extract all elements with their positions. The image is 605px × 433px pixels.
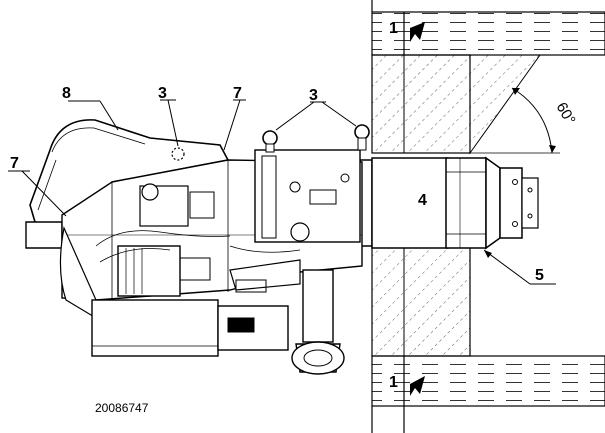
callout-8: 8 <box>62 85 71 102</box>
callout-1-top: 1 <box>389 20 398 37</box>
callout-7-left: 7 <box>10 155 19 172</box>
lifting-eye-icon <box>262 130 278 153</box>
upper-insulation <box>371 54 471 154</box>
angle-arc <box>511 87 553 154</box>
pipe-flange <box>291 341 345 375</box>
lower-insulation <box>371 245 471 357</box>
flow-arrow-icon <box>410 376 425 396</box>
flame-disc <box>499 167 523 239</box>
combustion-head <box>359 156 539 250</box>
drawing-number: 20086747 <box>95 401 149 415</box>
supply-pipe <box>302 269 334 343</box>
burner-base <box>91 299 219 357</box>
callout-4: 4 <box>418 192 427 209</box>
callout-7-right: 7 <box>233 85 242 102</box>
callout-3-left: 3 <box>158 85 167 102</box>
flow-arrow-icon <box>410 22 425 42</box>
blast-tube <box>371 157 449 249</box>
callout-leaders <box>8 99 556 285</box>
refractory-chamfer <box>469 54 541 155</box>
lifting-eye-icon <box>171 147 185 161</box>
motor <box>117 245 181 297</box>
lifting-eye-icon <box>354 124 370 151</box>
boiler-wall <box>371 0 605 433</box>
callout-1-bottom: 1 <box>389 374 398 391</box>
angle-label: 60° <box>553 100 579 128</box>
callout-3-right: 3 <box>309 87 318 104</box>
callout-5: 5 <box>535 267 544 284</box>
upper-water-jacket <box>371 11 605 56</box>
lower-water-jacket <box>371 355 605 407</box>
burner-housing <box>25 221 63 249</box>
burner-body <box>25 119 370 375</box>
